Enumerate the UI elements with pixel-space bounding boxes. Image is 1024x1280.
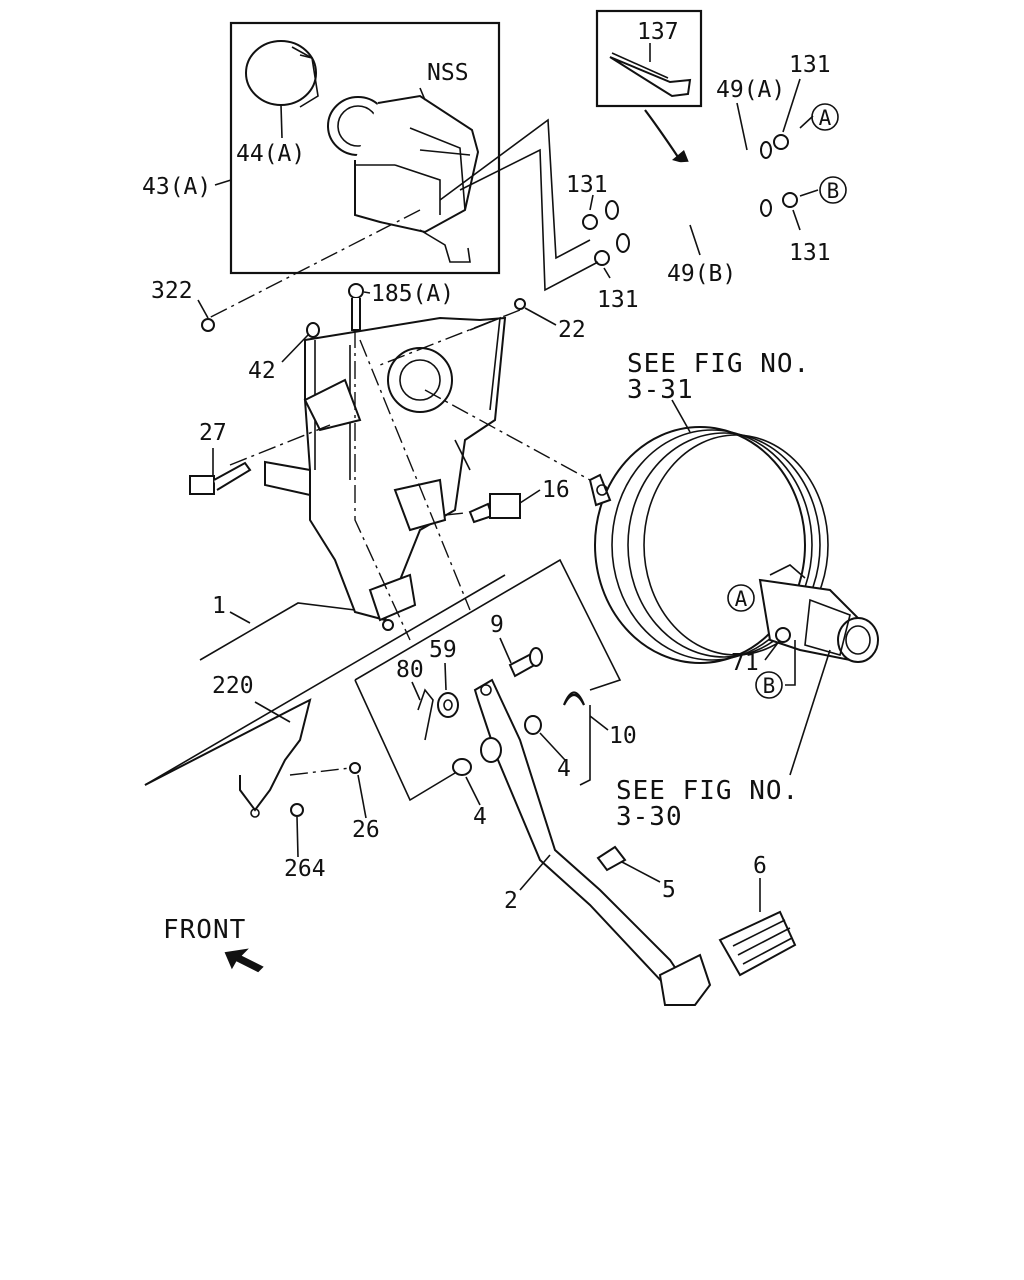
ref-booster: SEE FIG NO. 3-31 (627, 349, 810, 405)
svg-text:A: A (819, 106, 832, 130)
svg-text:B: B (763, 674, 776, 698)
callout-5: 5 (662, 877, 676, 903)
assembly-lines (229, 309, 591, 641)
brake-booster (588, 426, 879, 664)
callout-44a: 44(A) (236, 141, 305, 167)
callout-22: 22 (558, 317, 586, 343)
callout-220: 220 (212, 673, 254, 699)
svg-text:3-31: 3-31 (627, 375, 694, 405)
tie-band-inset (595, 9, 703, 165)
reservoir-tank (327, 94, 480, 263)
callout-26: 26 (352, 817, 380, 843)
front-label: FRONT (163, 915, 246, 945)
pedal-parts (354, 558, 797, 1006)
marker-b-top: B (819, 176, 847, 204)
callout-9: 9 (490, 612, 504, 638)
callout-131: 131 (597, 287, 639, 313)
front-arrow-icon (224, 948, 264, 973)
marker-b-booster: B (755, 671, 783, 699)
callout-49a: 49(A) (716, 77, 785, 103)
callout-16: 16 (542, 477, 570, 503)
callout-6: 6 (753, 853, 767, 879)
callout-131: 131 (789, 240, 831, 266)
callout-labels: 137 131 49(A) 131 131 131 49(B) NSS 44(A… (142, 19, 831, 914)
svg-text:A: A (735, 587, 748, 611)
ref-master-cylinder: SEE FIG NO. 3-30 (616, 776, 799, 832)
callout-49b: 49(B) (667, 261, 736, 287)
reservoir-inset (229, 21, 501, 275)
callout-80: 80 (396, 657, 424, 683)
callout-322: 322 (151, 278, 193, 304)
callout-10: 10 (609, 723, 637, 749)
leader-lines (197, 43, 831, 912)
reservoir-cap (245, 40, 319, 108)
routing-lines (204, 118, 599, 321)
marker-a-booster: A (727, 584, 755, 612)
callout-27: 27 (199, 420, 227, 446)
callout-2: 2 (504, 888, 518, 914)
callout-185a: 185(A) (371, 281, 454, 307)
callout-137: 137 (637, 19, 679, 45)
callout-nss: NSS (427, 60, 469, 86)
marker-a-top: A (811, 103, 839, 131)
callout-264: 264 (284, 856, 326, 882)
callout-4: 4 (473, 804, 487, 830)
callout-131: 131 (789, 52, 831, 78)
callout-42: 42 (248, 358, 276, 384)
svg-text:SEE FIG NO.: SEE FIG NO. (627, 349, 810, 379)
callout-4: 4 (557, 756, 571, 782)
hoses (582, 134, 798, 266)
callout-43a: 43(A) (142, 174, 211, 200)
callout-71: 71 (731, 650, 759, 676)
svg-text:SEE FIG NO.: SEE FIG NO. (616, 776, 799, 806)
svg-text:3-30: 3-30 (616, 802, 683, 832)
callout-1: 1 (212, 593, 226, 619)
svg-text:B: B (827, 179, 840, 203)
pedal-bracket (189, 283, 526, 631)
callout-59: 59 (429, 637, 457, 663)
bracket-220 (144, 574, 506, 818)
callout-131: 131 (566, 172, 608, 198)
